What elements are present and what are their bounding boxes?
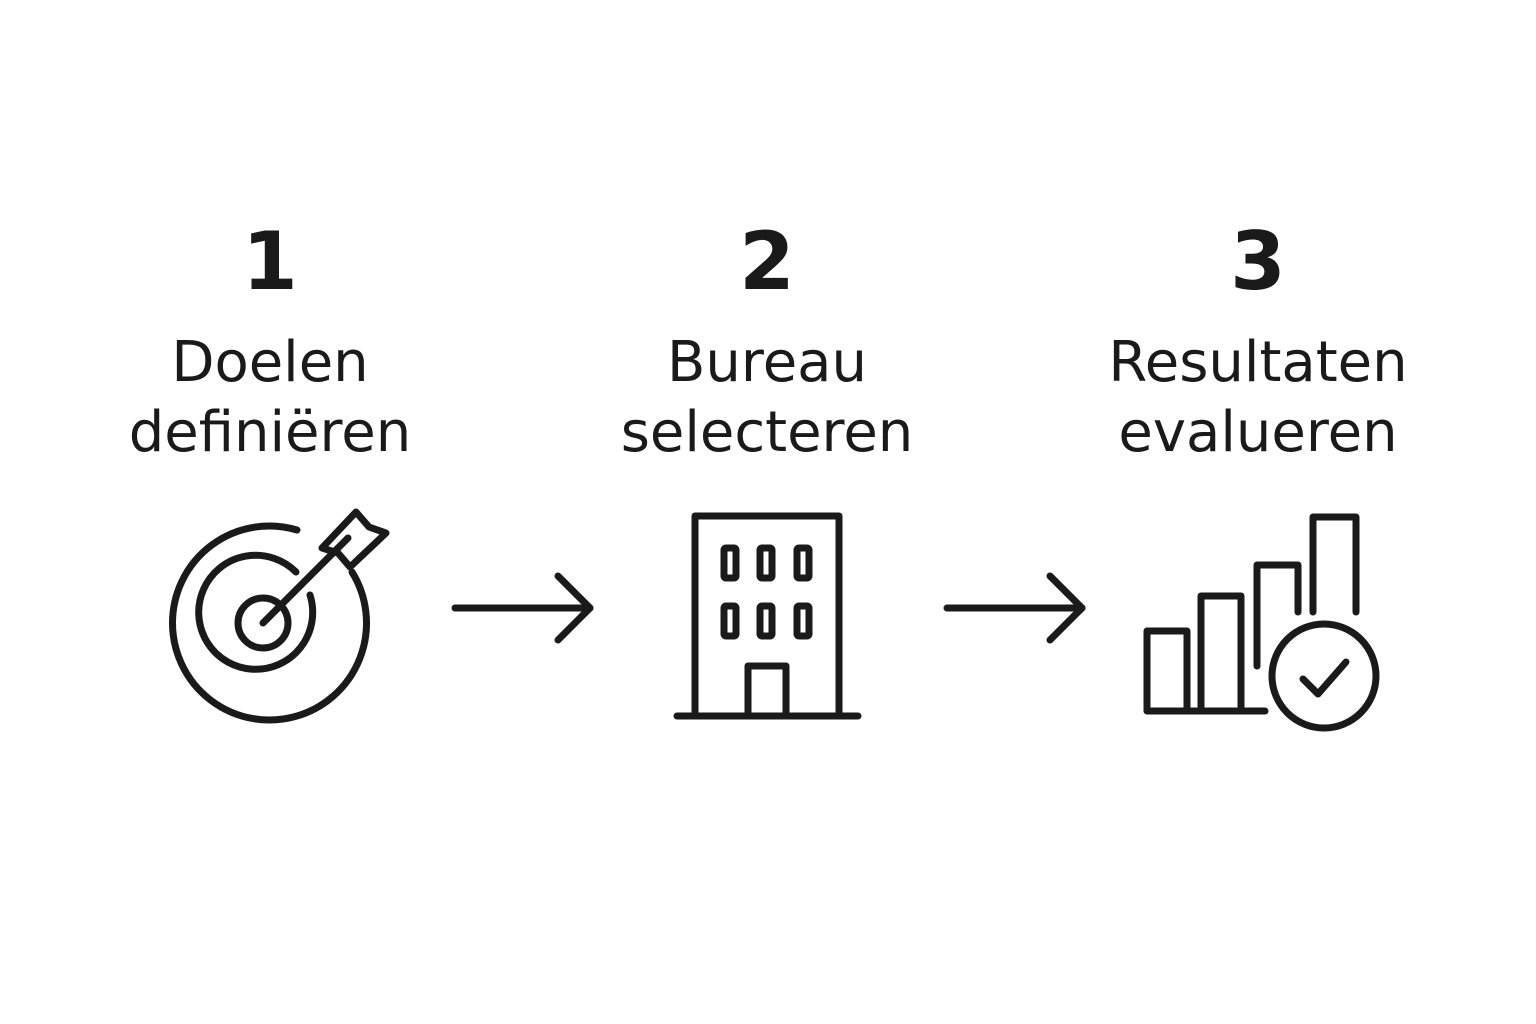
bar-chart-check-icon [1143, 513, 1380, 732]
step-title: Bureau selecteren [577, 328, 957, 468]
target-arrow-icon [169, 508, 390, 724]
step-title: Doelen definiëren [80, 328, 460, 468]
step-title-line: Doelen [171, 330, 369, 395]
step-2: 2 Bureau selecteren [577, 218, 957, 468]
step-number: 1 [242, 215, 298, 308]
step-3: 3 Resultaten evalueren [1068, 218, 1448, 468]
step-title-line: Resultaten [1108, 330, 1408, 395]
step-1: 1 Doelen definiëren [80, 218, 460, 468]
step-title-line: evalueren [1118, 400, 1398, 465]
step-title: Resultaten evalueren [1068, 328, 1448, 468]
step-number: 2 [739, 215, 795, 308]
step-number: 3 [1230, 215, 1286, 308]
step-title-line: Bureau [667, 330, 867, 395]
arrow-right-icon [943, 572, 1086, 644]
step-title-line: definiëren [128, 400, 412, 465]
arrow-right-icon [451, 572, 594, 644]
step-title-line: selecteren [620, 400, 914, 465]
office-building-icon [673, 512, 862, 720]
